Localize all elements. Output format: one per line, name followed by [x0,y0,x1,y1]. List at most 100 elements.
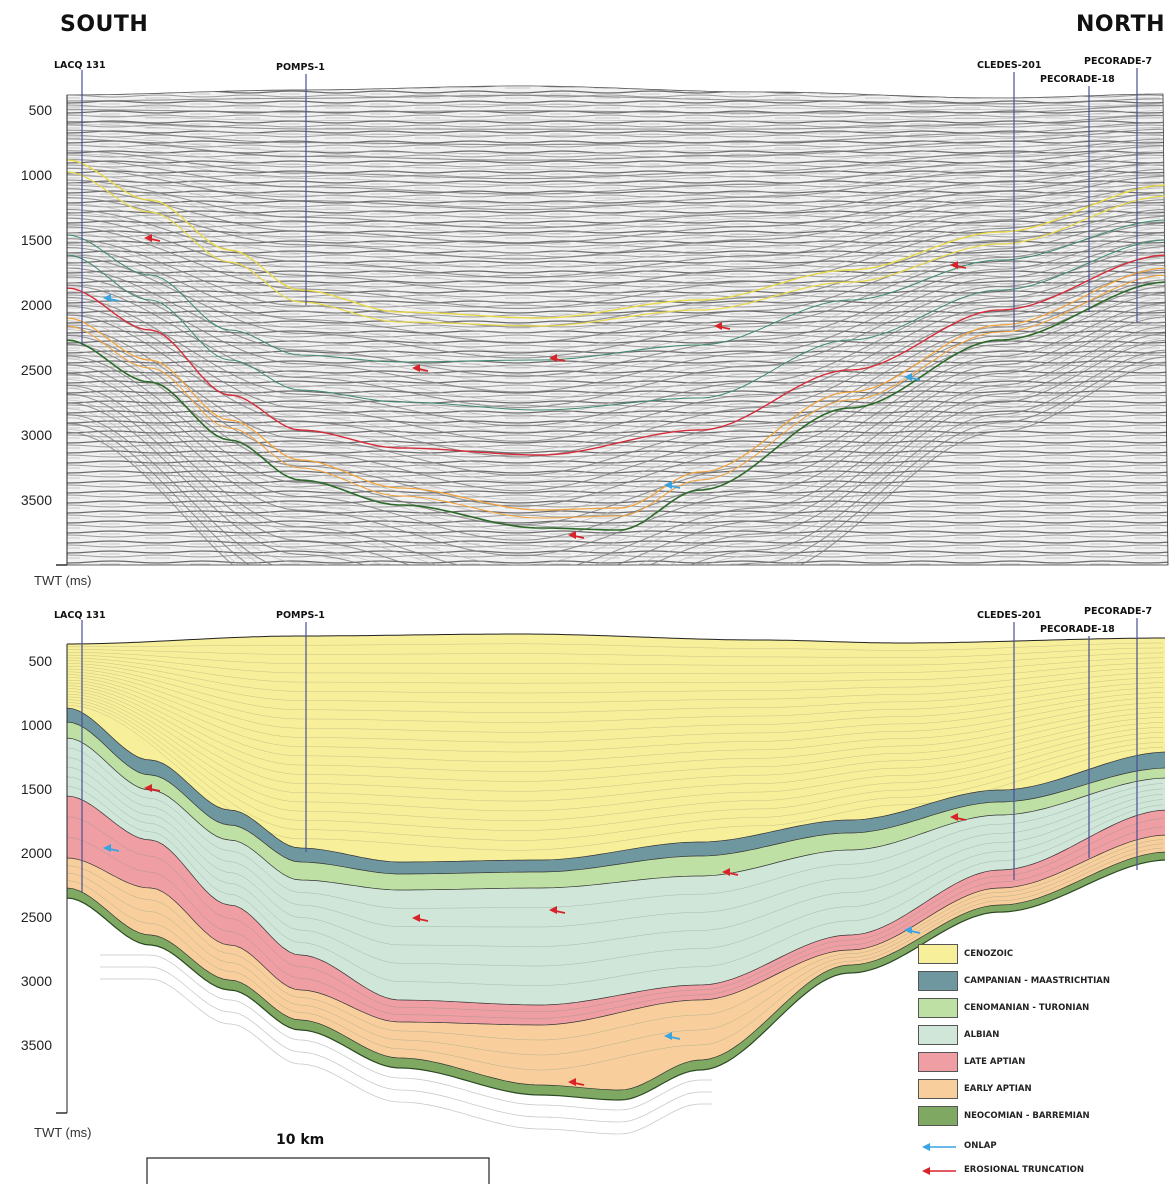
seismic-reflector [67,239,1168,393]
legend-label: CAMPANIAN - MAASTRICHTIAN [964,976,1110,986]
horizon-o1 [66,267,1166,511]
legend-item-albian: ALBIAN [918,1025,999,1045]
legend-item-late-aptian: LATE APTIAN [918,1052,1025,1072]
seismic-reflector [67,363,1168,565]
seismic-reflector [67,267,1168,451]
horizon-gb [66,281,1166,531]
model-reflector-line [67,696,1164,821]
seismic-reflector [67,187,1168,285]
onlap-arrow [664,1032,681,1040]
well-label-pomps-top: POMPS-1 [276,62,325,73]
tick-bottom-1000: 1000 [20,717,52,733]
seismic-reflector [67,281,1168,482]
seismic-reflector [67,292,1168,507]
seismic-reflector [67,105,1168,114]
legend-item-early-aptian: EARLY APTIAN [918,1079,1032,1099]
seismic-reflectors [67,86,1168,565]
horizon-y2 [66,171,1166,327]
seismic-reflector [67,274,1168,467]
tick-top-1000: 1000 [20,167,52,183]
faint-reflector-line [100,978,712,1135]
tick-top-1500: 1500 [20,232,52,248]
tick-bottom-2000: 2000 [20,845,52,861]
legend-swatch [918,1025,958,1045]
seismic-reflector [67,128,1168,161]
unit-boundary-line [66,834,1166,1026]
model-reflector-line [67,660,1164,694]
model-reflector-line [67,839,1164,1041]
tick-top-3000: 3000 [20,427,52,443]
onlap-arrow [103,294,120,302]
axis-label-top: TWT (ms) [34,573,92,588]
well-label-pecorade18-top: PECORADE-18 [1040,74,1115,85]
tick-top-2500: 2500 [20,362,52,378]
legend-item-neocomian: NEOCOMIAN - BARREMIAN [918,1106,1090,1126]
seismic-reflector [67,285,1168,492]
well-sticks [81,68,1138,892]
model-reflector-line [67,682,1164,772]
tick-top-2000: 2000 [20,297,52,313]
legend-item-truncation: EROSIONAL TRUNCATION [918,1160,1084,1180]
unit-neocomian-barremian [67,852,1165,1100]
stratal-termination-arrows [103,234,967,1086]
legend-label: CENOZOIC [964,949,1014,959]
truncation-arrow [549,354,566,362]
north-label: NORTH [1076,12,1165,37]
horizon-y1 [66,159,1166,319]
seismic-reflector [67,175,1168,260]
model-reflector-line [67,663,1164,703]
well-label-cledes-bottom: CLEDES-201 [977,610,1042,621]
unit-boundary-line [66,737,1166,891]
horizon-g1 [66,219,1166,363]
legend-label: ONLAP [964,1141,997,1151]
seismic-panel [66,85,1169,566]
model-reflector-line [67,786,1164,986]
topography-line [67,633,1165,645]
seismic-reflector [67,309,1168,541]
seismic-reflector [67,138,1168,180]
seismic-reflector [67,204,1168,319]
seismic-reflector [67,302,1168,526]
legend-label: EROSIONAL TRUNCATION [964,1165,1084,1175]
seismic-reflector [67,250,1168,417]
well-label-laco-top: LACQ 131 [54,60,106,71]
truncation-arrow [568,531,585,539]
seismic-reflector [67,222,1168,359]
seismic-reflector [67,150,1168,204]
model-reflector-line [67,671,1164,733]
stratigraphic-units [67,634,1165,1100]
model-reflector-line [67,688,1164,792]
seismic-reflector [67,117,1168,136]
model-reflector-line [67,757,1164,928]
onlap-arrow [904,926,921,934]
south-label: SOUTH [60,12,149,37]
legend-item-cenomanian: CENOMANIAN - TURONIAN [918,998,1089,1018]
tick-top-500: 500 [28,102,52,118]
truncation-arrow [412,914,429,922]
truncation-arrow [722,868,739,876]
model-reflector-line [67,699,1164,831]
model-reflector-line [67,685,1164,782]
seismic-reflector [67,161,1168,229]
seismic-reflector [67,168,1168,245]
model-reflector-line [67,826,1164,1019]
seismic-reflector [67,339,1168,565]
seismic-reflector [67,262,1168,442]
unit-boundary-line [66,851,1166,1091]
legend-swatch [918,998,958,1018]
model-reflector-line [67,843,1164,1056]
tick-bottom-3500: 3500 [20,1037,52,1053]
seismic-reflector [67,114,1168,130]
scale-bar [146,1157,490,1184]
seismic-reflector [67,356,1168,565]
legend-swatch [918,971,958,991]
seismic-reflector [67,255,1168,427]
model-reflector-line [67,642,1163,651]
horizon-r1 [66,254,1166,456]
seismic-reflector [67,337,1168,565]
internal-reflectors [67,642,1164,1071]
model-reflector-line [67,680,1164,762]
seismic-reflector [67,349,1168,565]
model-reflector-line [67,702,1164,841]
interpreted-horizons [66,159,1166,531]
